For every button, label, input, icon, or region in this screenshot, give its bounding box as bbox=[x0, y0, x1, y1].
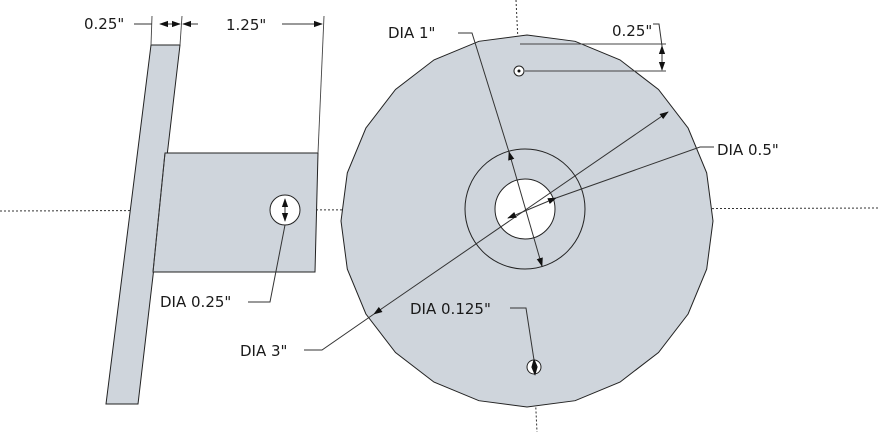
ext-line-plate-left bbox=[150, 15, 153, 46]
inner-ring-dia-label: DIA 1" bbox=[388, 24, 435, 42]
hole-offset-label: 0.25" bbox=[612, 22, 652, 40]
small-hole-leader bbox=[510, 307, 535, 361]
hub-length-label: 1.25" bbox=[226, 16, 266, 34]
outer-dia-label: DIA 3" bbox=[240, 342, 287, 360]
outer-dia-leader bbox=[304, 313, 375, 351]
cross-hole-dia-label: DIA 0.25" bbox=[160, 293, 231, 311]
ext-line-hub-right bbox=[317, 15, 325, 154]
bore-leader bbox=[555, 146, 714, 199]
side-plate bbox=[105, 44, 181, 405]
ext-line-plate-right bbox=[179, 15, 183, 46]
plate-edge-line bbox=[152, 152, 166, 273]
small-hole-dia-label: DIA 0.125" bbox=[410, 300, 491, 318]
side-view: 0.25" 1.25" DIA 0.25" bbox=[84, 15, 325, 405]
bottom-hole-dim-arrow bbox=[531, 358, 538, 376]
front-view: DIA 1" 0.25" DIA 3" DIA 0.5" DIA 0.125" bbox=[240, 22, 779, 408]
plate-thickness-label: 0.25" bbox=[84, 15, 124, 33]
hole-offset-leader bbox=[653, 23, 663, 47]
bore-dim-arrow bbox=[507, 197, 557, 219]
bore-dia-label: DIA 0.5" bbox=[717, 141, 779, 159]
cross-hole-leader bbox=[248, 224, 286, 303]
top-small-hole-center bbox=[517, 69, 521, 73]
